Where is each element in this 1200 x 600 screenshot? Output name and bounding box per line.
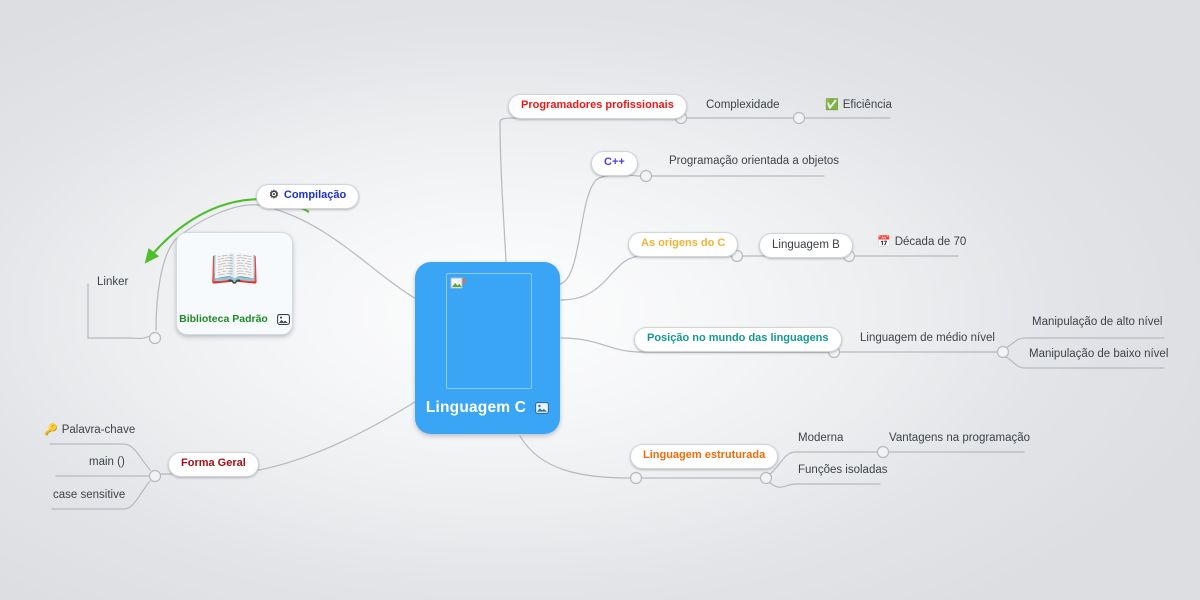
central-node-footer: Linguagem C [415,399,560,417]
leaf-main-function[interactable]: main () [89,456,125,470]
leaf-label: case sensitive [53,489,126,501]
broken-image-icon [450,277,467,289]
leaf-palavra-chave[interactable]: 🔑 Palavra-chave [44,424,135,438]
leaf-funcoes-isoladas[interactable]: Funções isoladas [798,464,888,478]
branch-linguagem-estruturada[interactable]: Linguagem estruturada [630,444,779,469]
central-node-image-frame [446,273,532,389]
check-mark-icon: ✅ [825,99,839,112]
leaf-case-sensitive[interactable]: case sensitive [53,489,125,503]
branch-label: Posição no mundo das linguagens [647,332,829,344]
branch-label: Linguagem estruturada [643,449,766,461]
leaf-decada-de-70[interactable]: 📅 Década de 70 [877,236,966,250]
leaf-label: Década de 70 [894,236,967,248]
branch-label: As origens do C [641,237,726,249]
leaf-label: Complexidade [706,99,780,111]
central-node-linguagem-c[interactable]: Linguagem C [415,262,560,434]
calendar-icon: 📅 [877,236,891,249]
leaf-label: Manipulação de alto nível [1032,316,1163,328]
branch-as-origens-do-c[interactable]: As origens do C [628,232,739,257]
leaf-programacao-orientada-a-objetos[interactable]: Programação orientada a objetos [669,155,839,169]
branch-compilacao[interactable]: ⚙ Compilação [256,184,360,209]
card-label: Biblioteca Padrão [179,313,268,325]
leaf-label: Eficiência [842,99,892,111]
central-node-label: Linguagem C [425,399,527,416]
key-icon: 🔑 [44,424,58,437]
image-icon[interactable] [276,313,290,325]
leaf-complexidade[interactable]: Complexidade [706,99,780,113]
leaf-vantagens-na-programacao[interactable]: Vantagens na programação [889,432,1030,446]
branch-label: C++ [604,156,625,168]
leaf-linker[interactable]: Linker [97,276,128,290]
leaf-eficiencia[interactable]: ✅ Eficiência [825,99,892,113]
leaf-label: Manipulação de baixo nível [1029,348,1169,360]
card-footer: Biblioteca Padrão [177,313,292,325]
branch-programadores-profissionais[interactable]: Programadores profissionais [508,94,687,119]
image-icon[interactable] [535,402,550,414]
leaf-label: main () [89,456,125,468]
branch-label: Programadores profissionais [521,99,674,111]
branch-label: Compilação [283,189,347,201]
leaf-label: Palavra-chave [61,424,136,436]
node-biblioteca-padrao[interactable]: 📖 Biblioteca Padrão [176,232,293,335]
leaf-linguagem-b[interactable]: Linguagem B [759,233,853,259]
branch-label: Forma Geral [181,457,246,469]
open-book-icon: 📖 [209,247,260,291]
leaf-label: Moderna [798,432,844,444]
branch-forma-geral[interactable]: Forma Geral [168,452,259,477]
leaf-label: Vantagens na programação [889,432,1031,444]
leaf-label: Programação orientada a objetos [669,155,840,167]
leaf-label: Linguagem de médio nível [860,332,995,344]
branch-cpp[interactable]: C++ [591,151,638,176]
leaf-manipulacao-de-baixo-nivel[interactable]: Manipulação de baixo nível [1029,348,1168,362]
leaf-moderna[interactable]: Moderna [798,432,843,446]
leaf-label: Linguagem B [772,239,840,251]
leaf-linguagem-de-medio-nivel[interactable]: Linguagem de médio nível [860,332,995,346]
gear-icon: ⚙ [269,189,279,202]
leaf-label: Funções isoladas [798,464,888,476]
branch-posicao-no-mundo-das-linguagens[interactable]: Posição no mundo das linguagens [634,327,842,352]
leaf-label: Linker [97,276,129,288]
leaf-manipulacao-de-alto-nivel[interactable]: Manipulação de alto nível [1032,316,1162,330]
